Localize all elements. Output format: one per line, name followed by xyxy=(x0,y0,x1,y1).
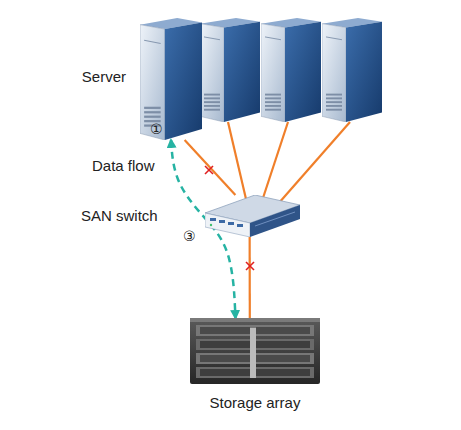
fibre-link xyxy=(228,122,246,199)
fibre-link xyxy=(185,140,236,195)
server-icon xyxy=(200,18,260,122)
callout-number: ③ xyxy=(183,227,196,245)
failure-mark xyxy=(205,166,213,174)
node-label: Storage array xyxy=(170,394,340,412)
san-switch: SAN switch xyxy=(205,195,300,237)
server-icon xyxy=(322,18,382,122)
node-label: Server xyxy=(66,68,126,86)
node-label: SAN switch xyxy=(81,207,193,225)
failure-mark xyxy=(246,262,254,270)
fibre-link xyxy=(249,237,251,318)
node-outline xyxy=(205,195,300,237)
san-switch-shape xyxy=(205,195,300,237)
node-outline xyxy=(190,318,320,384)
server-icon xyxy=(261,18,321,122)
edge-label: Data flow xyxy=(92,157,155,175)
node-outline xyxy=(140,18,202,140)
fibre-link xyxy=(278,122,350,204)
storage-array: Storage array xyxy=(190,318,320,384)
server-icon-shape xyxy=(140,18,202,140)
server-icon: Server xyxy=(140,18,202,140)
callout-number: ① xyxy=(150,120,163,138)
fibre-link xyxy=(262,122,288,201)
server-links xyxy=(228,122,350,204)
storage-array-shape xyxy=(190,318,320,384)
